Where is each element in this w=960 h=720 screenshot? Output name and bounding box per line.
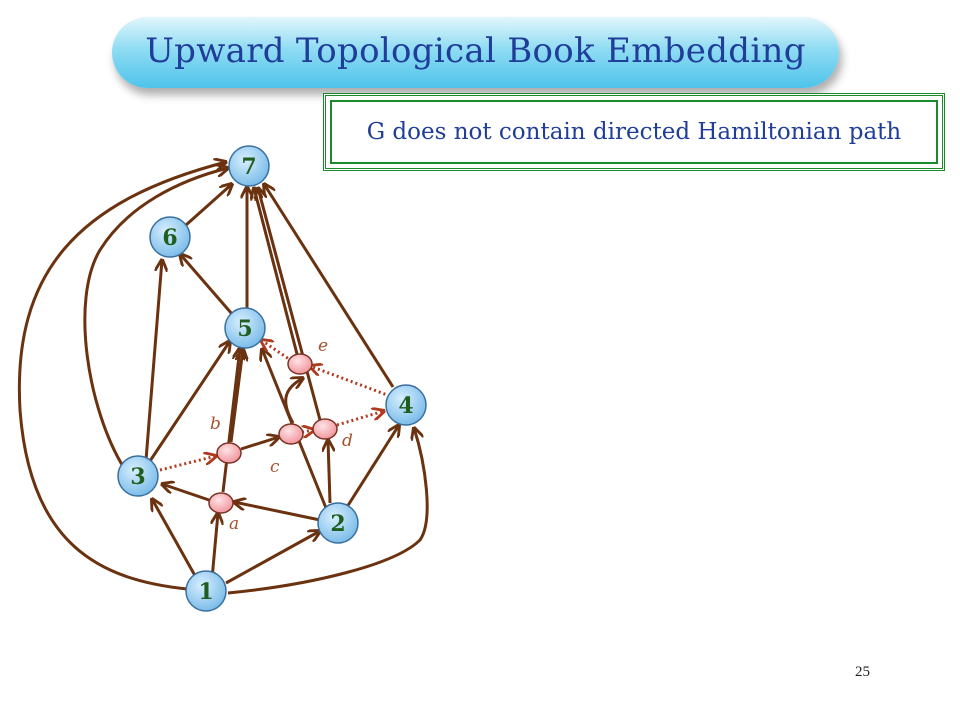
dummy-label-b: b (210, 414, 221, 434)
edge-3-b (159, 456, 216, 472)
edge-1-7-outer (17, 162, 226, 591)
edge-a-5 (221, 348, 240, 493)
title-banner: Upward Topological Book Embedding (112, 17, 839, 88)
edge-1-3 (152, 499, 200, 582)
edge-6-7 (185, 184, 232, 227)
edge-b-c (240, 437, 279, 451)
edge-1-2 (225, 531, 320, 585)
vertex-label-7: 7 (241, 154, 256, 180)
edge-4-e (310, 366, 391, 398)
note-box: G does not contain directed Hamiltonian … (323, 93, 945, 171)
vertex-label-2: 2 (330, 511, 345, 537)
vertex-label-3: 3 (130, 464, 145, 490)
edge-a-3 (162, 484, 210, 502)
edge-2-d (328, 440, 330, 504)
vertex-3: 3 (117, 455, 159, 497)
vertex-5: 5 (224, 307, 266, 349)
vertex-6: 6 (149, 216, 191, 258)
edge-c-e (284, 378, 303, 424)
vertex-7: 7 (228, 145, 270, 187)
edge-d-7 (258, 188, 322, 421)
vertex-label-1: 1 (198, 579, 213, 605)
vertex-label-6: 6 (162, 225, 177, 251)
edge-5-6 (180, 254, 234, 315)
edge-3-5 (148, 341, 230, 462)
vertex-label-5: 5 (237, 316, 252, 342)
dummy-label-a: a (229, 514, 239, 534)
edge-e-5 (261, 340, 293, 363)
edge-4-7 (264, 184, 395, 388)
slide-title: Upward Topological Book Embedding (145, 30, 806, 71)
vertex-4: 4 (385, 384, 427, 426)
edge-b-5 (229, 349, 243, 443)
vertex-2: 2 (317, 502, 359, 544)
edge-1-a (212, 513, 218, 580)
dummy-label-e: e (318, 336, 328, 356)
dummy-label-c: c (270, 457, 280, 477)
dummy-b: b (210, 414, 242, 464)
dummy-a: a (208, 492, 239, 534)
dummy-e: e (287, 336, 328, 375)
vertex-1: 1 (185, 570, 227, 612)
dummy-label-d: d (342, 431, 353, 451)
note-text: G does not contain directed Hamiltonian … (366, 119, 902, 145)
edge-d-4 (336, 411, 384, 427)
edge-2-4 (345, 425, 399, 508)
edge-3-6 (144, 260, 162, 461)
page-number: 25 (855, 664, 870, 680)
edge-c-d (302, 430, 314, 432)
dummy-c: c (270, 423, 304, 477)
edge-3-7-outer (83, 168, 228, 469)
vertex-label-4: 4 (398, 393, 413, 419)
edge-e-7 (254, 188, 299, 355)
edge-1-4 (227, 428, 429, 595)
dummy-d: d (312, 418, 353, 451)
edge-2-a (234, 502, 321, 522)
